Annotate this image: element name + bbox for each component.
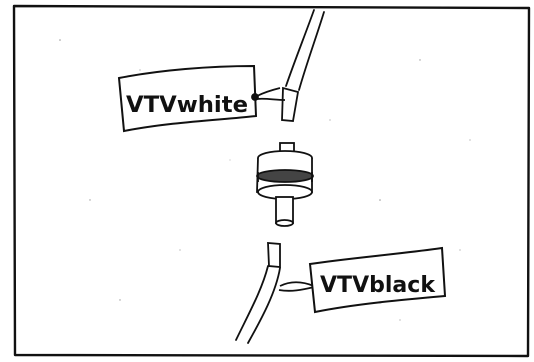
tag-bottom-outline [308, 246, 447, 314]
tag-top: VTVwhite [117, 64, 258, 133]
frame-border [12, 4, 531, 358]
cable-bottom [235, 242, 281, 344]
inline-connector [256, 142, 314, 227]
tag-top-string [251, 87, 286, 101]
cable-top [281, 9, 325, 122]
tag-bottom: VTVblack [308, 246, 447, 314]
tag-top-label: VTVwhite [126, 93, 248, 118]
paper-speckles [59, 39, 471, 321]
tag-bottom-label: VTVblack [320, 273, 436, 298]
tag-top-outline [117, 64, 258, 133]
